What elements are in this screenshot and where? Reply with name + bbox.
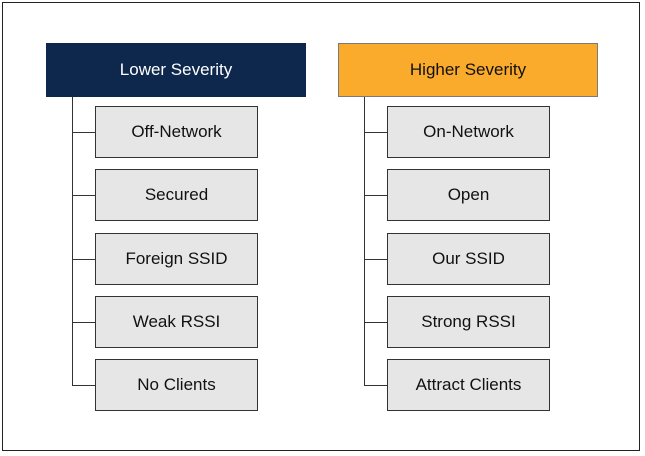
- diagram-frame: [2, 2, 640, 451]
- connector-tick: [72, 385, 95, 386]
- item-label: Attract Clients: [415, 375, 522, 394]
- item-label: Strong RSSI: [421, 312, 516, 331]
- higher-item-open: Open: [387, 169, 550, 221]
- connector-tick: [364, 385, 387, 386]
- connector-tick: [364, 322, 387, 323]
- item-label: Our SSID: [432, 249, 505, 268]
- lower-item-no-clients: No Clients: [95, 359, 258, 411]
- lower-item-off-network: Off-Network: [95, 106, 258, 158]
- item-label: Secured: [144, 185, 209, 204]
- lower-severity-header: Lower Severity: [46, 43, 306, 97]
- connector-tick: [72, 259, 95, 260]
- connector-tick: [364, 259, 387, 260]
- item-label: No Clients: [137, 375, 216, 394]
- higher-item-our-ssid: Our SSID: [387, 233, 550, 285]
- lower-severity-title: Lower Severity: [119, 60, 233, 79]
- higher-item-attract-clients: Attract Clients: [387, 359, 550, 411]
- lower-item-weak-rssi: Weak RSSI: [95, 296, 258, 348]
- lower-item-secured: Secured: [95, 169, 258, 221]
- item-label: Open: [447, 185, 490, 204]
- lower-severity-connector: [72, 97, 73, 386]
- higher-severity-connector: [364, 97, 365, 386]
- item-label: Weak RSSI: [132, 312, 221, 331]
- item-label: On-Network: [423, 122, 514, 141]
- higher-item-on-network: On-Network: [387, 106, 550, 158]
- higher-severity-title: Higher Severity: [409, 60, 527, 79]
- connector-tick: [72, 132, 95, 133]
- higher-severity-header: Higher Severity: [338, 43, 598, 97]
- connector-tick: [72, 322, 95, 323]
- higher-item-strong-rssi: Strong RSSI: [387, 296, 550, 348]
- item-label: Off-Network: [131, 122, 222, 141]
- lower-item-foreign-ssid: Foreign SSID: [95, 233, 258, 285]
- connector-tick: [364, 195, 387, 196]
- connector-tick: [72, 195, 95, 196]
- item-label: Foreign SSID: [125, 249, 228, 268]
- connector-tick: [364, 132, 387, 133]
